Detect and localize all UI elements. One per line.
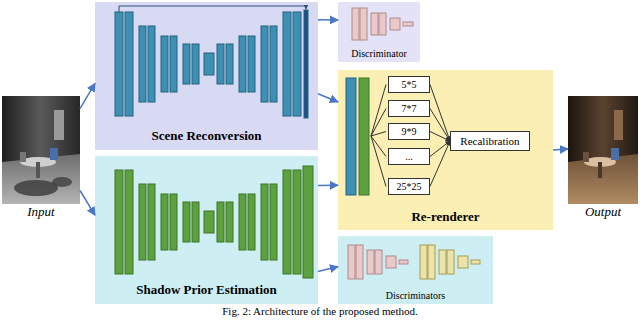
feature-maps <box>115 10 308 118</box>
output-image-box: Output <box>568 96 638 222</box>
kernel-box: 5*5 <box>388 76 430 93</box>
arrow-connector <box>430 141 450 187</box>
node-label: Recalibration <box>460 135 519 148</box>
arrow-connector <box>430 141 450 157</box>
kernel-box: ... <box>388 148 430 165</box>
arrow-connector <box>430 85 450 142</box>
unet-illustration <box>95 2 318 150</box>
node-label: 25*25 <box>397 181 422 193</box>
stacked-features <box>346 78 369 195</box>
arrow-connector <box>318 267 338 272</box>
arrow-connector <box>553 149 568 150</box>
scene-photo <box>2 96 80 204</box>
kernel-box: 9*9 <box>388 123 430 140</box>
process-box: Recalibration <box>450 131 530 151</box>
unet-illustration <box>95 156 318 304</box>
arrow-connector <box>318 19 338 21</box>
module-panel: Re-renderer 5*5 7*7 9*9... 25*25 Recalibratio… <box>338 70 553 230</box>
node-label: Discriminators <box>386 290 445 302</box>
fan-lines <box>371 85 386 187</box>
node-label: 5*5 <box>402 79 417 91</box>
arrow-connector <box>80 83 95 108</box>
kernel-box: 7*7 <box>388 100 430 117</box>
node-label: Re-renderer <box>411 210 479 225</box>
node-label: Scene Reconversion <box>151 129 261 144</box>
node-label: Output <box>585 205 621 220</box>
output-image <box>568 96 638 204</box>
node-label: Input <box>27 205 54 220</box>
feature-maps <box>352 8 413 40</box>
kernel-box: 25*25 <box>388 178 430 195</box>
arrow-connector <box>80 191 95 216</box>
discriminator-box: Discriminators <box>338 236 493 304</box>
feature-maps <box>420 245 480 279</box>
skip-connection <box>119 6 306 12</box>
scene-photo <box>568 96 638 204</box>
module-panel: Shadow Prior Estimation <box>95 156 318 304</box>
arrow-connector <box>430 109 450 142</box>
arrow-connector <box>318 94 338 102</box>
node-label: Discriminator <box>351 48 407 60</box>
arrow-connector <box>318 184 338 186</box>
input-image <box>2 96 80 204</box>
node-label: Shadow Prior Estimation <box>136 283 277 298</box>
input-image-box: Input <box>2 96 80 222</box>
discriminator-box: Discriminator <box>338 2 420 62</box>
node-label: 7*7 <box>402 103 417 115</box>
feature-maps <box>115 166 313 278</box>
figure-caption: Fig. 2: Architecture of the proposed met… <box>0 305 640 317</box>
arrow-connector <box>430 132 450 142</box>
node-label: 9*9 <box>402 126 417 138</box>
node-label: ... <box>405 151 413 163</box>
module-panel: Scene Reconversion <box>95 2 318 150</box>
feature-maps <box>348 245 408 279</box>
